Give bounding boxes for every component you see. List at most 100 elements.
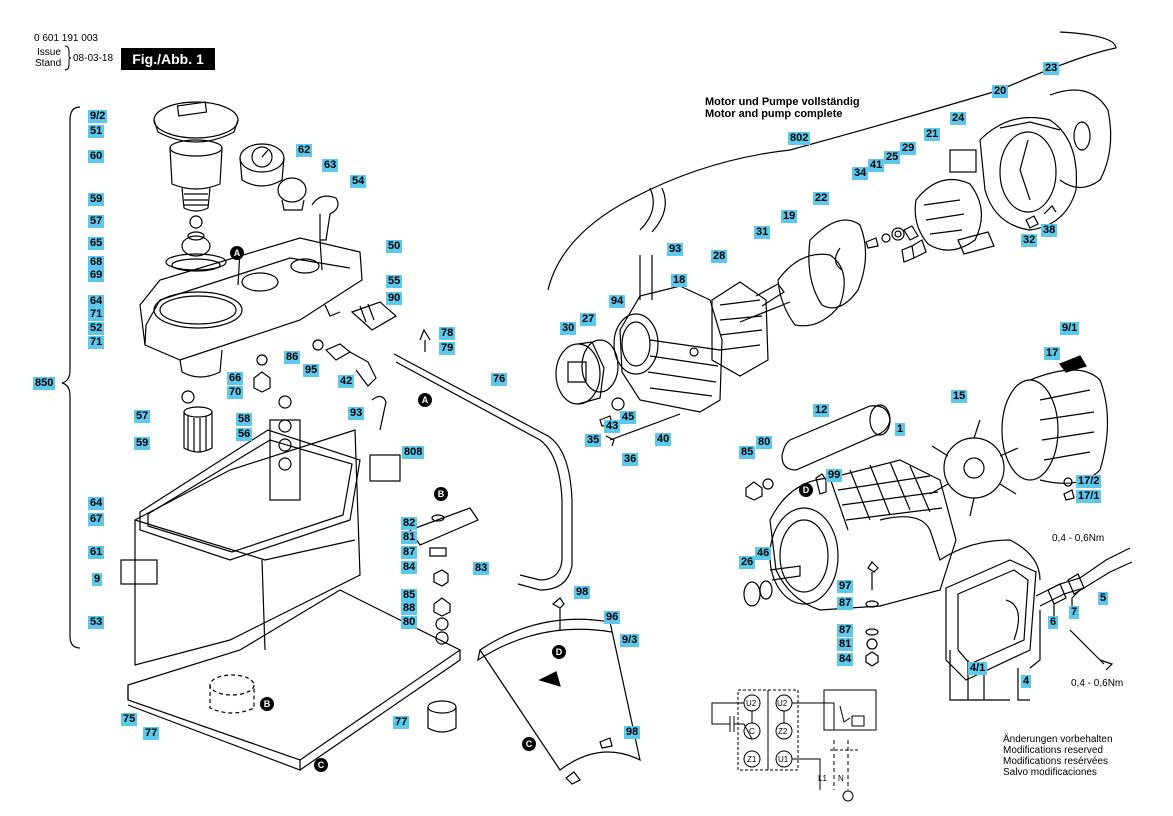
- part-label-81a: 81: [401, 531, 418, 544]
- marker-d-motor: D: [799, 483, 813, 497]
- fitting-90: [350, 301, 398, 331]
- part-label-4: 4: [1021, 675, 1032, 688]
- part-label-53: 53: [88, 616, 105, 629]
- part-label-9-3: 9/3: [620, 634, 640, 647]
- part-label-21: 21: [924, 128, 941, 141]
- label-9-1: [1059, 355, 1087, 373]
- marker-c-cover: C: [522, 737, 536, 751]
- part-label-9-1: 9/1: [1060, 322, 1080, 335]
- part-label-32: 32: [1021, 234, 1038, 247]
- part-label-86: 86: [284, 351, 301, 364]
- impeller-28: [711, 281, 791, 377]
- part-label-87b: 87: [837, 597, 854, 610]
- part-label-63: 63: [322, 159, 339, 172]
- part-label-84b: 84: [837, 653, 854, 666]
- assembly-title-de: Motor und Pumpe vollständig: [705, 96, 860, 108]
- marker-c-base: C: [314, 758, 328, 772]
- wiring-u1: U1: [778, 755, 789, 764]
- part-label-808: 808: [402, 446, 425, 459]
- part-label-30: 30: [560, 322, 577, 335]
- base-plate-75: [127, 589, 462, 771]
- plate-808: [369, 454, 401, 482]
- part-label-17: 17: [1044, 347, 1061, 360]
- capacitor-12: [781, 404, 891, 471]
- plate-22: [808, 219, 867, 309]
- part-label-60: 60: [88, 150, 105, 163]
- part-label-19: 19: [781, 210, 798, 223]
- part-label-88: 88: [401, 602, 418, 615]
- bracket: [409, 507, 479, 546]
- part-label-9-2: 9/2: [88, 110, 108, 123]
- part-label-41: 41: [868, 159, 885, 172]
- part-label-31: 31: [754, 226, 771, 239]
- part-label-71b: 71: [88, 336, 105, 349]
- part-label-94: 94: [609, 295, 626, 308]
- wiring-diagram: [711, 689, 877, 802]
- fan-21: [914, 178, 982, 251]
- part-label-64b: 64: [88, 497, 105, 510]
- part-label-5: 5: [1098, 592, 1109, 605]
- pump-body-18: [613, 285, 723, 413]
- part-label-1: 1: [895, 423, 906, 436]
- label-24: [949, 149, 977, 173]
- pump-head-50: [139, 237, 363, 378]
- part-label-80b: 80: [756, 436, 773, 449]
- plate-24b: [957, 231, 995, 255]
- part-label-45: 45: [620, 411, 637, 424]
- part-label-59b: 59: [134, 437, 151, 450]
- knob-54: [311, 195, 339, 241]
- screw-4: [1069, 629, 1105, 665]
- part-label-40: 40: [655, 433, 672, 446]
- header-brace: [64, 45, 72, 71]
- part-label-6: 6: [1048, 616, 1059, 629]
- part-label-82: 82: [401, 517, 418, 530]
- wiring-n: N: [838, 774, 844, 783]
- part-label-51: 51: [88, 125, 105, 138]
- wiring-u2-right: U2: [777, 699, 788, 708]
- part-label-75: 75: [121, 713, 138, 726]
- part-label-61: 61: [88, 546, 105, 559]
- part-label-66: 66: [227, 372, 244, 385]
- brace-850: [61, 106, 81, 649]
- part-label-802: 802: [788, 132, 811, 145]
- issue-label: Issue: [37, 47, 61, 58]
- note-es: Salvo modificaciones: [1003, 767, 1097, 778]
- wiring-z1: Z1: [747, 755, 757, 764]
- part-label-850: 850: [33, 377, 56, 390]
- marker-b-base: B: [260, 697, 274, 711]
- part-label-42: 42: [338, 375, 355, 388]
- flange-20: [979, 116, 1078, 231]
- note-fr: Modifications resérvées: [1003, 756, 1109, 767]
- part-label-84a: 84: [401, 561, 418, 574]
- note-de: Änderungen vorbehalten: [1003, 734, 1113, 745]
- part-label-55: 55: [386, 275, 403, 288]
- stand-label: Stand: [35, 58, 62, 69]
- cover-96: [477, 618, 641, 771]
- filter-housing: [169, 139, 223, 212]
- ring-27: [581, 339, 619, 393]
- part-label-17-1: 17/1: [1076, 490, 1102, 503]
- wiring-z2: Z2: [778, 727, 788, 736]
- part-label-90: 90: [386, 292, 403, 305]
- marker-b-bracket: B: [434, 487, 448, 501]
- plate-19: [777, 253, 845, 327]
- part-label-69: 69: [88, 269, 105, 282]
- part-label-62: 62: [296, 144, 313, 157]
- note-en: Modifications reserved: [1003, 745, 1104, 756]
- modification-notes: Änderungen vorbehalten Modifications res…: [1003, 734, 1113, 778]
- part-label-38: 38: [1041, 224, 1058, 237]
- issue-date: 08-03-18: [73, 53, 114, 64]
- part-label-4-1: 4/1: [968, 662, 988, 675]
- part-label-57b: 57: [134, 410, 151, 423]
- marker-a-head: A: [230, 246, 244, 260]
- hose-fitting: [312, 339, 377, 387]
- label-plate-9: [120, 559, 158, 585]
- part-label-25: 25: [884, 151, 901, 164]
- part-label-67: 67: [88, 513, 105, 526]
- part-label-93b: 93: [667, 243, 684, 256]
- doc-number: 0 601 191 003: [34, 33, 98, 44]
- part-label-24: 24: [950, 112, 967, 125]
- part-label-17-2: 17/2: [1076, 475, 1102, 488]
